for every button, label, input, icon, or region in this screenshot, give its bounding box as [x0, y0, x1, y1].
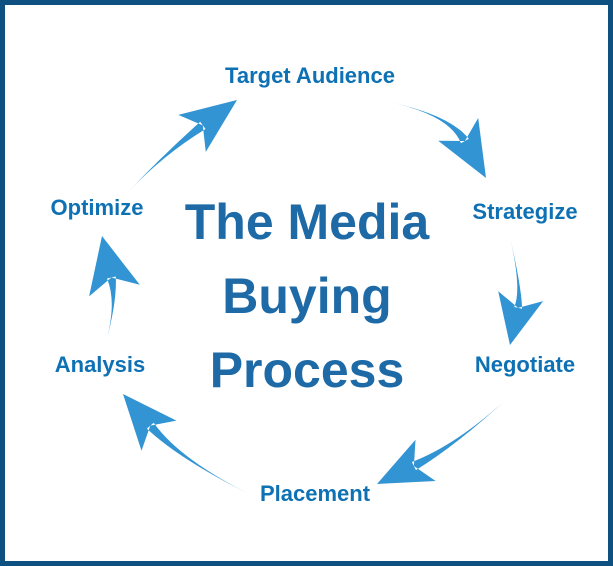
- step-label-placement: Placement: [259, 481, 371, 506]
- step-label-analysis: Analysis: [54, 352, 146, 377]
- arrow-optimize-to-target-audience-icon: [127, 100, 237, 193]
- diagram-title: The Media Buying Process: [157, 185, 457, 407]
- cycle-arrows: [89, 100, 544, 497]
- arrow-negotiate-to-placement-icon: [377, 396, 510, 484]
- diagram-title-line-2: Buying: [222, 268, 392, 324]
- arrow-strategize-to-negotiate-icon: [498, 237, 544, 345]
- diagram-title-line-1: The Media: [184, 194, 430, 250]
- arrow-placement-to-analysis-icon: [123, 394, 255, 497]
- step-label-negotiate: Negotiate: [474, 352, 576, 377]
- diagram-title-line-3: Process: [209, 342, 405, 398]
- step-label-optimize: Optimize: [50, 195, 144, 220]
- step-label-target-audience: Target Audience: [225, 63, 395, 88]
- step-label-strategize: Strategize: [472, 199, 578, 224]
- arrow-target-audience-to-strategize-icon: [389, 102, 486, 178]
- arrow-analysis-to-optimize-icon: [89, 236, 140, 342]
